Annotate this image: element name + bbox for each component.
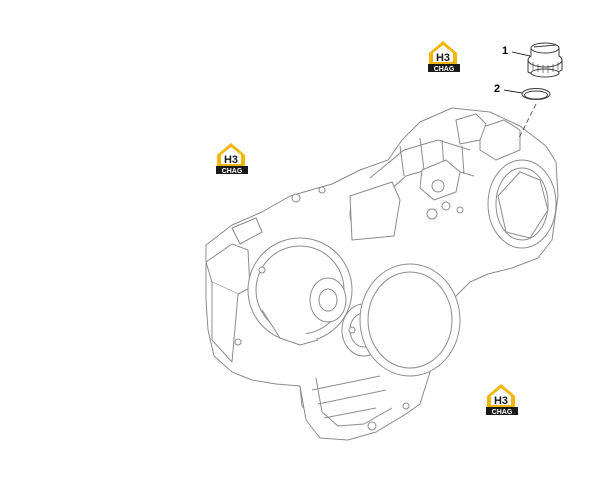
svg-text:H3: H3 [494, 395, 508, 407]
svg-text:CHAG: CHAG [222, 168, 243, 175]
callout-leader-2 [503, 89, 523, 94]
gear-housing [205, 107, 559, 441]
callout-label-2: 2 [494, 83, 501, 95]
h3-chag-logo: H3 CHAG [216, 143, 248, 175]
svg-text:H3: H3 [436, 52, 450, 64]
svg-text:CHAG: CHAG [434, 66, 455, 73]
assembly-axis-line [517, 103, 537, 141]
h3-chag-logo: H3 CHAG [486, 384, 518, 416]
filler-cap-part [527, 42, 563, 78]
callout-leader-1 [511, 51, 531, 57]
o-ring-part [521, 88, 551, 100]
svg-text:CHAG: CHAG [492, 409, 513, 416]
h3-chag-logo: H3 CHAG [428, 41, 460, 73]
callout-label-1: 1 [502, 45, 509, 57]
svg-text:H3: H3 [224, 154, 238, 166]
